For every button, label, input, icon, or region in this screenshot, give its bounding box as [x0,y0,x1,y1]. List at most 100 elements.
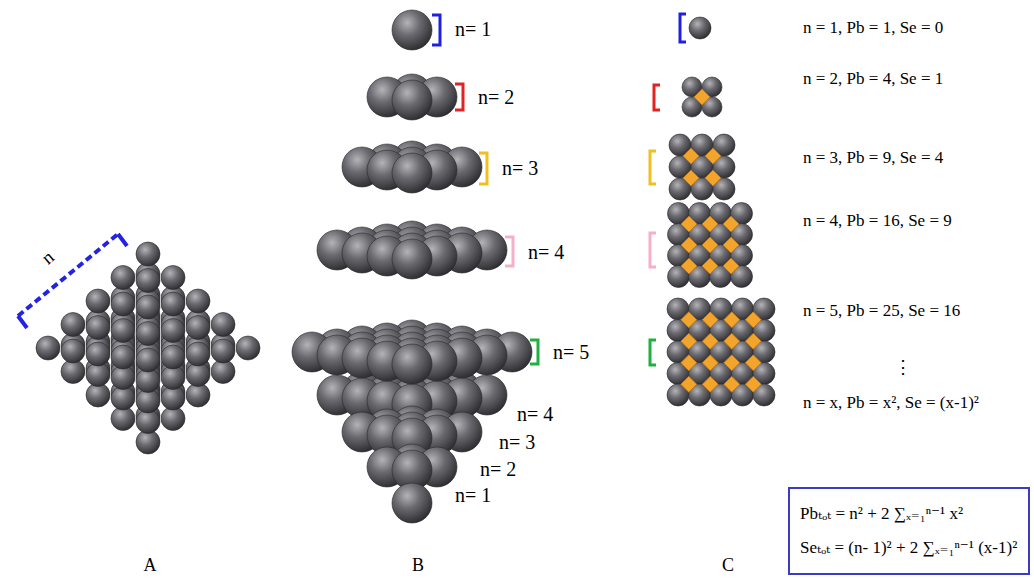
se-atom [724,355,740,371]
se-atom [705,148,721,164]
composition-label: n = 3, Pb = 9, Se = 4 [803,149,943,168]
layer-label: n= 4 [528,241,564,263]
se-atom [745,376,761,392]
pb-atom [86,316,110,340]
pb-atom [136,322,160,346]
layer-label: n= 1 [455,484,491,506]
panel-letter: A [144,556,157,576]
pb-atom [392,153,432,193]
atom-group [392,10,432,50]
pb-atom [392,483,432,523]
pb-atom [136,242,160,266]
se-atom [702,258,718,274]
pb-atom [236,336,260,360]
se-atom [702,376,718,392]
layer-bracket [650,340,656,365]
pb-atom [392,80,432,120]
atom-group [36,242,260,454]
pb-atom [36,336,60,360]
se-atom [724,333,740,349]
se-group [683,148,721,186]
se-atom [745,355,761,371]
atom-group [669,134,735,200]
atom-group [689,17,711,39]
pb-atom [111,319,135,343]
se-atom [681,216,697,232]
se-atom [702,312,718,328]
pb-atom [392,239,432,279]
atom-group [682,77,722,117]
se-atom [723,258,739,274]
pb-atom [161,266,185,290]
layer-label: n= 4 [517,403,553,425]
pb-atom [86,289,110,313]
se-atom [702,333,718,349]
layer-label: n= 5 [553,341,589,363]
se-atom [702,237,718,253]
composition-label: n = 5, Pb = 25, Se = 16 [803,302,960,321]
atom-group [292,320,532,384]
formula-box: Pbₜₒₜ = n² + 2 ∑ₓ₌₁ⁿ⁻¹ x²Seₜₒₜ = (n- 1)²… [788,487,1030,575]
pb-atom [689,17,711,39]
pb-atom [161,292,185,316]
pb-atom [211,313,235,337]
se-atom [745,312,761,328]
pb-atom [161,319,185,343]
atom-group [392,483,432,523]
pb-atom [61,339,85,363]
se-atom [683,148,699,164]
se-atom [723,237,739,253]
composition-label: n = 2, Pb = 4, Se = 1 [803,70,943,89]
panel-letter: B [412,556,424,576]
ellipsis: ⋮ [894,358,912,378]
atom-group [367,74,457,120]
pb-atom [392,344,432,384]
atom-group [668,203,753,288]
se-group [681,216,739,274]
pb-atom [111,345,135,369]
atom-group [667,298,775,406]
pb-atom [86,342,110,366]
composition-label: n = 1, Pb = 1, Se = 0 [803,19,943,38]
se-atom [694,89,710,105]
layer-bracket [680,14,686,42]
layer-label: n= 2 [478,86,514,108]
pb-atom [211,339,235,363]
composition-label: n = 4, Pb = 16, Se = 9 [803,212,952,231]
pb-atom [111,266,135,290]
edge-length-label: n [38,247,59,269]
pb-atom [186,289,210,313]
layer-label: n= 1 [455,18,491,40]
layer-bracket [654,85,660,110]
edge-bracket [18,234,118,316]
atom-group [342,141,482,193]
se-atom [702,355,718,371]
se-atom [681,333,697,349]
layer-bracket [650,151,656,184]
layer-bracket [650,233,656,267]
pb-atom [61,313,85,337]
se-atom [724,376,740,392]
atom-group [317,221,507,279]
layer-label: n= 2 [480,458,516,480]
formula-text: Pbₜₒₜ = n² + 2 ∑ₓ₌₁ⁿ⁻¹ x² [800,504,1018,524]
se-atom [681,312,697,328]
se-atom [705,170,721,186]
se-group [694,89,710,105]
pb-atom [136,269,160,293]
panel-letter: C [722,556,734,576]
layer-label: n= 3 [499,431,535,453]
se-atom [702,216,718,232]
pb-atom [186,342,210,366]
se-atom [681,258,697,274]
layer-label: n= 3 [502,157,538,179]
composition-label: n = x, Pb = x², Se = (x-1)² [803,394,979,413]
se-group [681,312,762,393]
pb-atom [136,348,160,372]
pb-atom [161,345,185,369]
se-atom [745,333,761,349]
se-atom [681,237,697,253]
se-atom [723,216,739,232]
pb-atom [186,316,210,340]
